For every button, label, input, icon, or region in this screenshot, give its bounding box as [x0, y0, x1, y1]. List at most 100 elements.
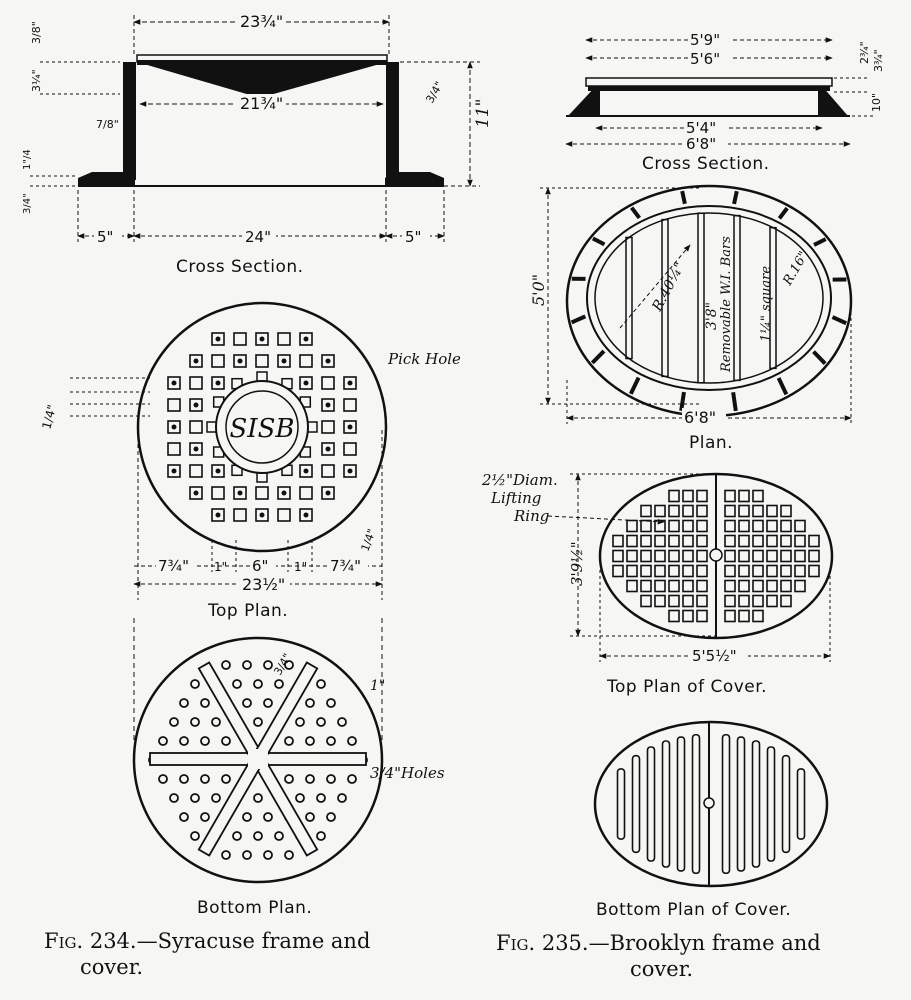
dim-top-width: 23¾" [240, 12, 283, 31]
bottom-hole [242, 698, 252, 708]
bottom-hole [211, 717, 221, 727]
cover-grid-cell [696, 564, 708, 578]
bottom-hole [232, 831, 242, 841]
dim-right-a: 2¾" [858, 41, 871, 64]
caption-bottom-plan-234: Bottom Plan. [197, 898, 312, 918]
cover-width: 5'5½" [692, 647, 737, 665]
bottom-hole [200, 698, 210, 708]
cover-grid-cell [766, 504, 778, 518]
cover-grid-cell [696, 534, 708, 548]
cover-grid-cell [752, 564, 764, 578]
bottom-hole [179, 812, 189, 822]
wi-bar [769, 226, 777, 370]
grid-hole [189, 376, 203, 390]
fig-number-234: Fig. 234. [44, 929, 137, 953]
dim-top-outer: 5'9" [690, 31, 720, 49]
cover-grid-cell [682, 579, 694, 593]
grid-hole [321, 398, 335, 412]
cover-grid-cell [682, 549, 694, 563]
cover-grid-cell [668, 504, 680, 518]
cover-grid-cell [752, 579, 764, 593]
cover-grid-cell [626, 579, 638, 593]
grid-hole [189, 442, 203, 456]
cover-grid-cell [808, 534, 820, 548]
bottom-hole [326, 812, 336, 822]
bottom-hole [169, 717, 179, 727]
grid-hole [167, 398, 181, 412]
cover-rib [661, 740, 671, 868]
bottom-hole [221, 736, 231, 746]
cover-grid-cell [682, 489, 694, 503]
frame-lug [630, 206, 641, 220]
grid-hole [321, 354, 335, 368]
dim-inner-width: 21¾" [240, 94, 283, 113]
dim-base-bottom: 3/4" [22, 193, 33, 214]
frame-lug [831, 315, 848, 326]
caption-top-plan-235: Top Plan of Cover. [606, 677, 767, 697]
bottom-hole [347, 774, 357, 784]
grid-hole [255, 332, 269, 346]
dim-top-inner: 5'6" [690, 50, 720, 68]
grid-hole-dot [215, 512, 221, 518]
frame-lug [570, 314, 587, 325]
dim-right: 7¾" [330, 557, 361, 575]
cover-grid-cell [724, 579, 736, 593]
grid-hole-dot [171, 424, 177, 430]
dim-lip: 3/8" [30, 21, 43, 44]
frame-lug [732, 190, 739, 205]
bottom-cover-ribs [616, 733, 806, 875]
caption-cross-section-235: Cross Section. [642, 154, 770, 174]
cover-rib [721, 733, 731, 875]
fig-text2-235: cover. [630, 957, 694, 981]
fig-text-234: —Syracuse frame and [136, 929, 371, 953]
cover-grid-cell [724, 489, 736, 503]
dim-gap1: 1" [214, 560, 227, 574]
dim-center: 6" [252, 557, 268, 575]
bottom-hole [316, 831, 326, 841]
bottom-hole [221, 850, 231, 860]
bottom-plan-ribs [149, 661, 367, 857]
cover-grid-cell [654, 579, 666, 593]
bottom-hole [242, 850, 252, 860]
bottom-hole [305, 698, 315, 708]
dim-rib: 3/4" [271, 651, 294, 677]
pick-hole-label: Pick Hole [387, 350, 461, 368]
cover-height: 3'9½" [568, 541, 586, 586]
grid-hole-dot [259, 512, 265, 518]
bottom-hole [295, 717, 305, 727]
plan-width: 6'8" [684, 408, 716, 427]
grid-hole [211, 508, 225, 522]
grid-hole-dot [171, 468, 177, 474]
grid-hole [299, 508, 313, 522]
cover-grid-cell [682, 519, 694, 533]
cover-grid-cell [794, 564, 806, 578]
grid-hole-dot [303, 512, 309, 518]
cover-grid-cell [808, 564, 820, 578]
wi-bar [661, 218, 669, 378]
grid-hole [343, 464, 357, 478]
cover-grid-cell [738, 549, 750, 563]
bottom-hole [190, 793, 200, 803]
grid-hole [277, 508, 291, 522]
bottom-hole [284, 774, 294, 784]
grid-hole [167, 420, 181, 434]
grid-hole-dot [215, 468, 221, 474]
cover-rib [766, 746, 776, 862]
bottom-hole [253, 679, 263, 689]
cover-grid-cell [668, 549, 680, 563]
dim-total: 23½" [242, 575, 285, 594]
cover-rib [751, 740, 761, 868]
cover-grid-cell [640, 519, 652, 533]
dim-right-c: 10" [870, 93, 883, 112]
bottom-hole [179, 774, 189, 784]
bottom-hole [295, 793, 305, 803]
bottom-hole [274, 831, 284, 841]
cover-grid-cell [780, 594, 792, 608]
cover-grid-cell [738, 504, 750, 518]
cover-grid-cell [738, 534, 750, 548]
cover-grid-cell [738, 519, 750, 533]
grid-hole-dot [281, 490, 287, 496]
cover-rib [781, 754, 791, 854]
plan-bars [625, 212, 777, 384]
